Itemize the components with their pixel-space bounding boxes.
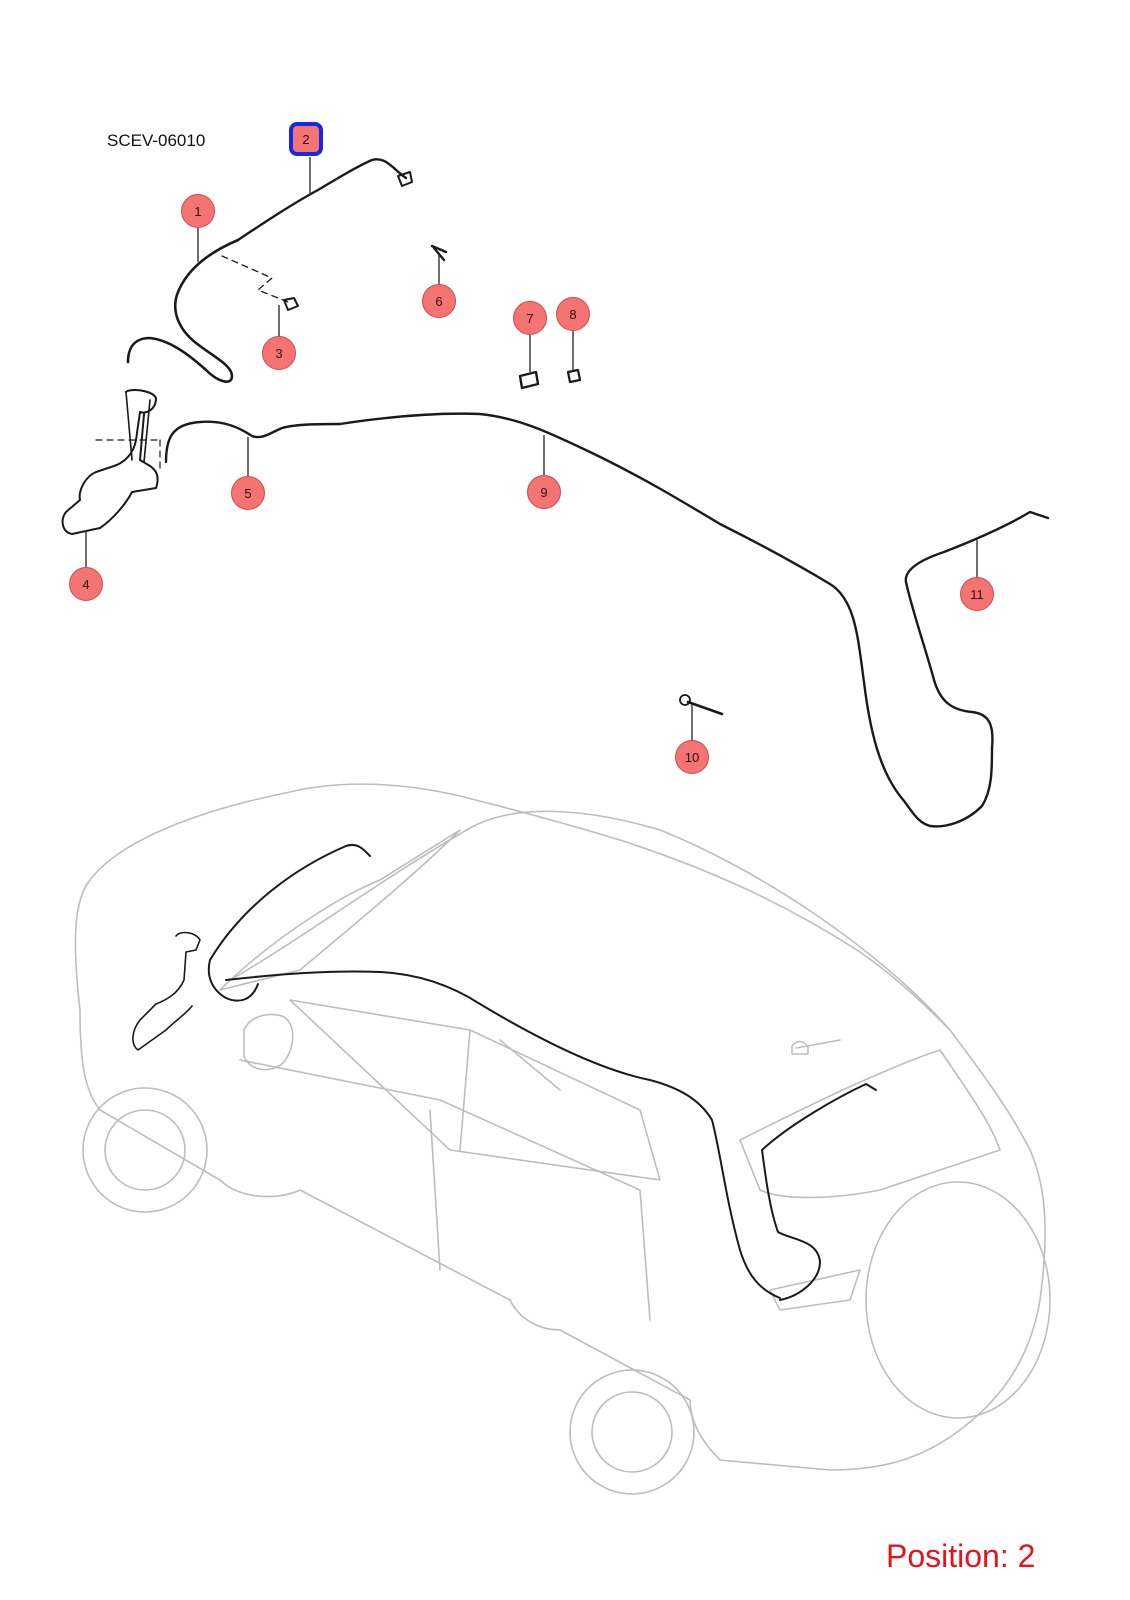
callout-8[interactable]: 8 [556, 297, 590, 331]
car-reservoir [132, 931, 201, 1051]
car-spare-wheel [865, 1181, 1051, 1419]
leader-lines [85, 157, 978, 740]
reservoir-neck-part-4 [125, 391, 151, 463]
hose-part-11 [904, 510, 1050, 750]
position-indicator: Position: 2 [886, 1538, 1036, 1574]
hose-part-5 [164, 420, 342, 464]
bolt-part-10 [686, 700, 724, 716]
hose-part-2 [236, 158, 408, 242]
car-front-wheel [82, 1087, 208, 1213]
dashed-leader-3 [221, 255, 289, 303]
car-mirror [243, 1013, 294, 1071]
car-door-lines [239, 1059, 651, 1321]
car-hose-front [207, 844, 371, 1002]
callout-5[interactable]: 5 [231, 476, 265, 510]
callout-1[interactable]: 1 [181, 194, 215, 228]
car-front-wheel-rim [104, 1109, 186, 1191]
callout-4[interactable]: 4 [69, 567, 103, 601]
connector-part-7 [518, 370, 540, 390]
callout-9[interactable]: 9 [527, 475, 561, 509]
bolt-head-part-10 [679, 694, 691, 706]
car-roof-antenna [791, 1039, 841, 1055]
clip-part-6 [430, 244, 448, 262]
reservoir-dashed [95, 439, 161, 471]
car-side-windows [289, 999, 661, 1181]
reservoir-part-4 [61, 389, 159, 535]
car-body-outline [74, 783, 1046, 1471]
car-hose-roof [225, 970, 781, 1299]
car-roof-line [229, 810, 951, 1031]
car-rear-glass [739, 1049, 1001, 1199]
hose-part-1 [126, 238, 240, 383]
car-rear-wheel-rim [591, 1391, 673, 1473]
car-windshield [219, 829, 461, 991]
callout-10[interactable]: 10 [675, 740, 709, 774]
callout-2-selected[interactable]: 2 [289, 122, 323, 156]
washer-hoses-group [61, 158, 1050, 828]
car-hose-rear [761, 1083, 877, 1301]
callout-7[interactable]: 7 [513, 301, 547, 335]
callout-3[interactable]: 3 [262, 336, 296, 370]
car-rear-wheel [569, 1369, 695, 1495]
car-rear-lamp [769, 1269, 861, 1311]
suv-illustration [74, 783, 1051, 1495]
callout-6[interactable]: 6 [422, 284, 456, 318]
clip-part-3 [283, 297, 299, 311]
connector-part-8 [566, 368, 582, 384]
hose-part-9 [338, 412, 994, 828]
car-hose-routing [132, 844, 877, 1301]
diagram-code: SCEV-06010 [107, 131, 206, 150]
nozzle-part-2 [397, 171, 413, 187]
callout-11[interactable]: 11 [960, 577, 994, 611]
